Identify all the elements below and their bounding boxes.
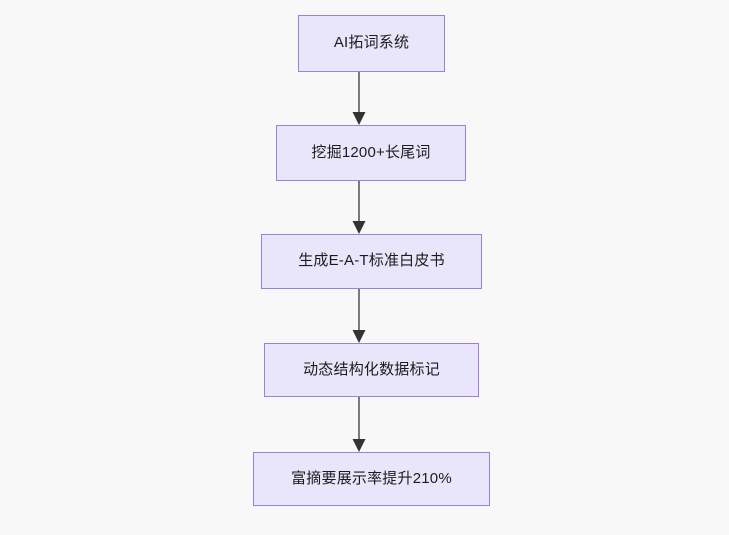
flow-node-label: 挖掘1200+长尾词 — [311, 143, 431, 161]
flow-node-rich-snippet-impression-uplift[interactable]: 富摘要展示率提升210% — [253, 452, 490, 506]
flow-node-generate-eat-whitepaper[interactable]: 生成E-A-T标准白皮书 — [261, 234, 482, 289]
edge-n4-to-n5 — [352, 397, 366, 452]
flow-node-label: 富摘要展示率提升210% — [291, 469, 452, 487]
flow-node-ai-keyword-system[interactable]: AI拓词系统 — [298, 15, 445, 72]
edge-n1-to-n2 — [352, 72, 366, 125]
arrowhead-icon — [352, 221, 366, 234]
arrowhead-icon — [352, 330, 366, 343]
edge-n3-to-n4 — [352, 289, 366, 343]
flow-node-label: 动态结构化数据标记 — [303, 360, 440, 378]
flow-node-label: 生成E-A-T标准白皮书 — [298, 252, 445, 270]
flow-node-label: AI拓词系统 — [333, 34, 410, 52]
edge-n2-to-n3 — [352, 181, 366, 234]
flow-node-mine-longtail-keywords[interactable]: 挖掘1200+长尾词 — [276, 125, 466, 181]
arrowhead-icon — [352, 439, 366, 452]
flow-node-dynamic-structured-data-markup[interactable]: 动态结构化数据标记 — [264, 343, 479, 397]
arrowhead-icon — [352, 112, 366, 125]
